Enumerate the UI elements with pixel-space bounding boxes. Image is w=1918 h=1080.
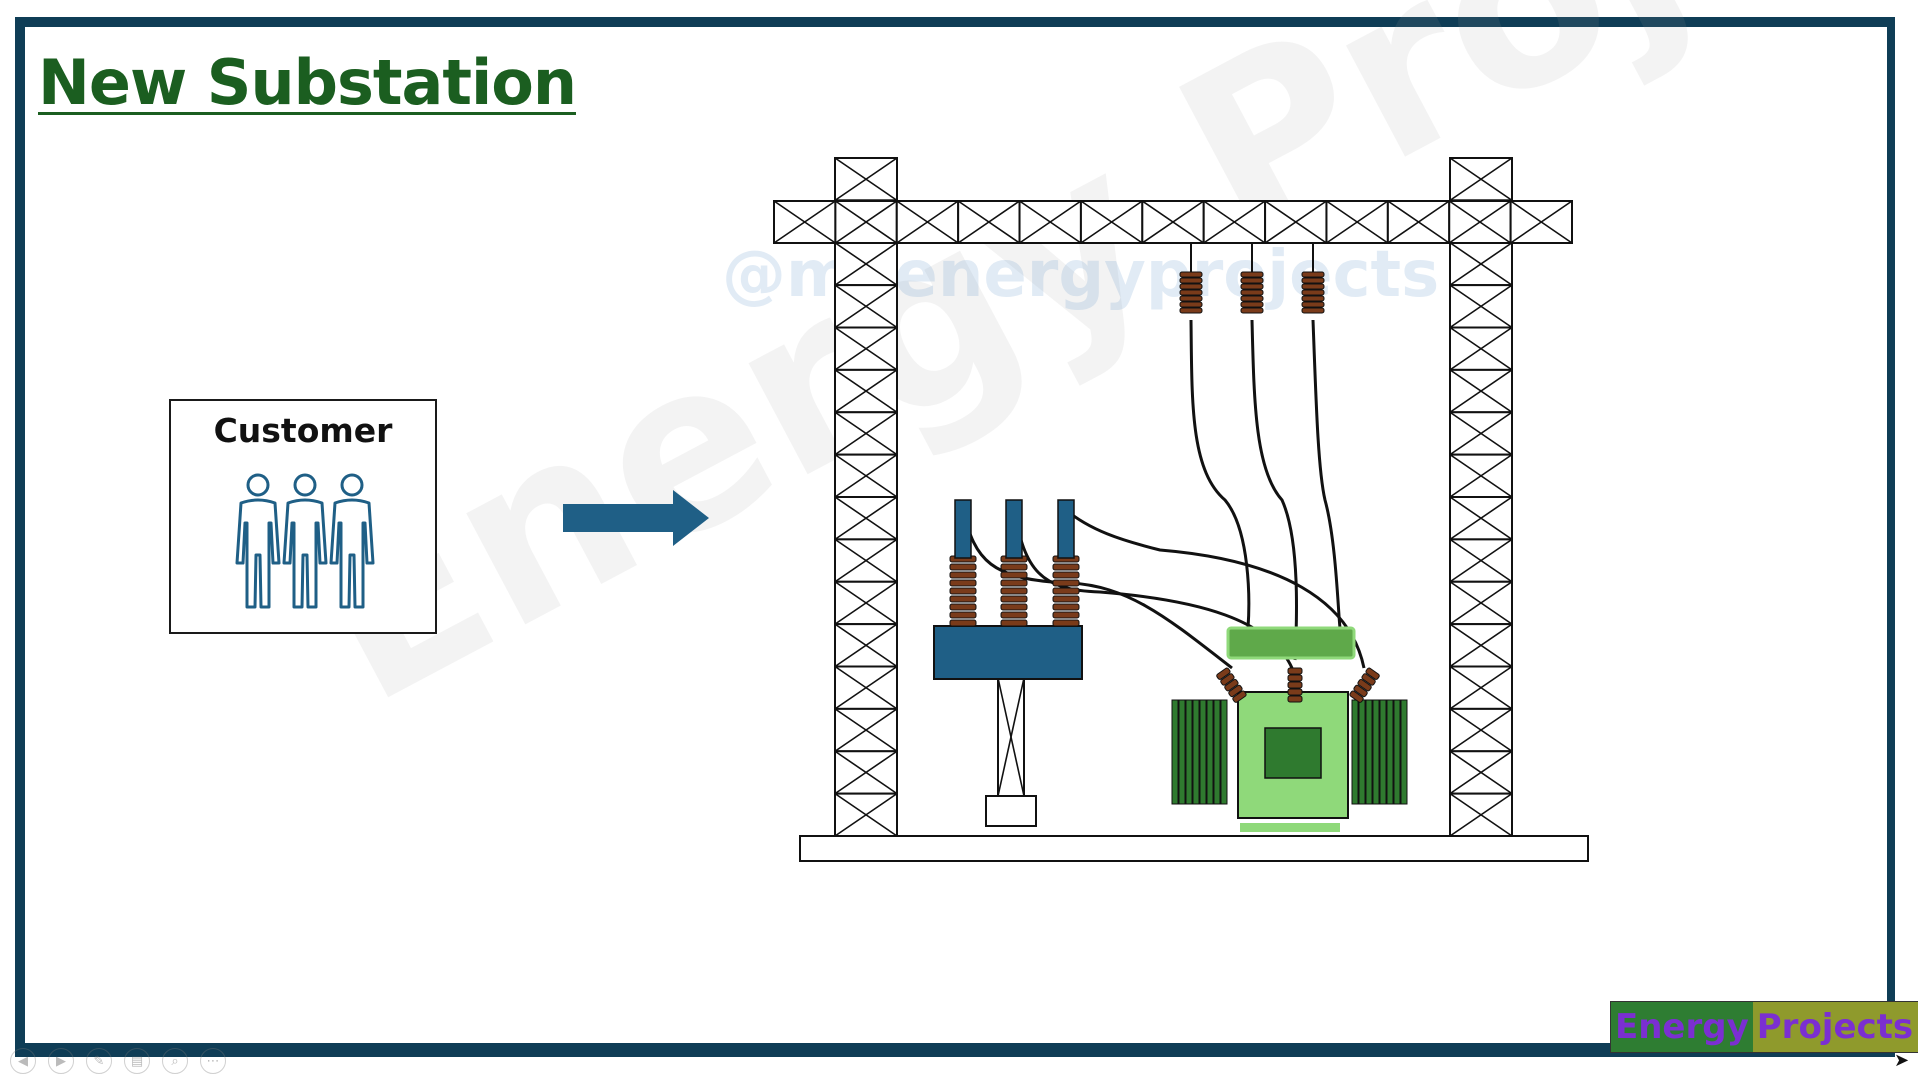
- energy-projects-logo: Energy Projects: [1610, 1001, 1918, 1053]
- zoom-icon[interactable]: ⌕: [162, 1048, 188, 1074]
- slides-icon[interactable]: ▤: [124, 1048, 150, 1074]
- presentation-toolbar: ◀ ▶ ✎ ▤ ⌕ ⋯: [10, 1048, 226, 1074]
- right-arrow-icon: [563, 490, 709, 546]
- people-group-icon: [235, 473, 375, 609]
- logo-text-projects: Projects: [1752, 1002, 1918, 1052]
- pen-icon[interactable]: ✎: [86, 1048, 112, 1074]
- customer-box: Customer: [169, 399, 437, 634]
- slide-title: New Substation: [38, 46, 577, 119]
- play-icon[interactable]: ▶: [48, 1048, 74, 1074]
- customer-label: Customer: [213, 411, 393, 450]
- prev-icon[interactable]: ◀: [10, 1048, 36, 1074]
- mouse-cursor-icon: ➤: [1894, 1050, 1910, 1071]
- more-icon[interactable]: ⋯: [200, 1048, 226, 1074]
- logo-text-energy: Energy: [1611, 1002, 1753, 1052]
